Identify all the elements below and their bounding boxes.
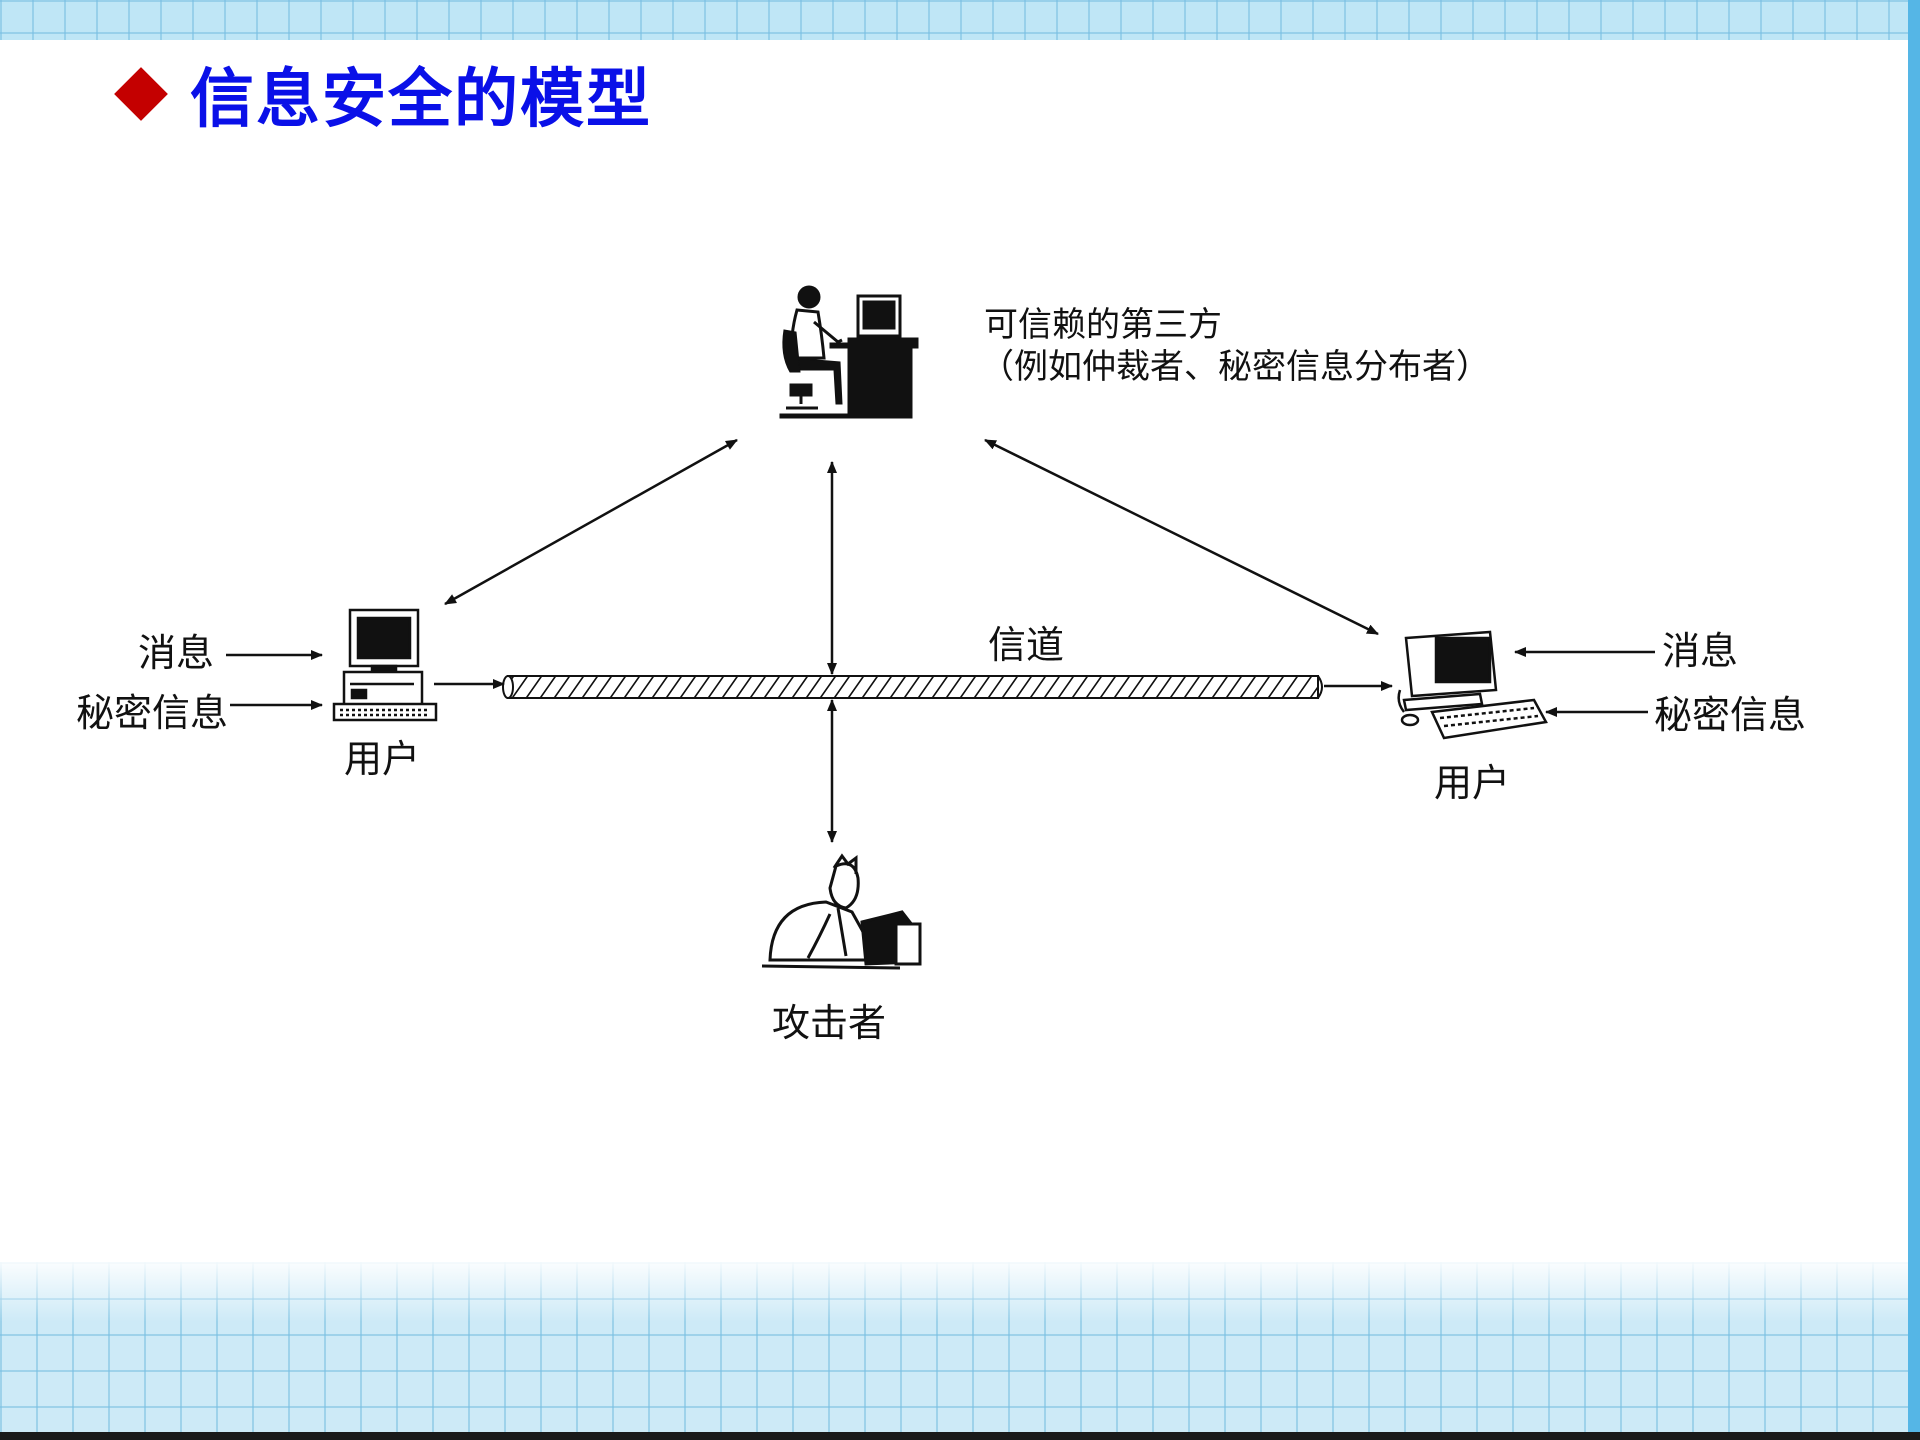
bottom-edge-bar [0, 1432, 1920, 1440]
left-user-label: 用户 [344, 737, 420, 781]
arrow-right-user-to-trusted [984, 438, 1379, 636]
title-text: 信息安全的模型 [190, 62, 652, 137]
right-edge-bar [1908, 0, 1920, 1440]
right-user-label: 用户 [1434, 761, 1510, 805]
right-user-computer-icon [1397, 630, 1548, 740]
channel-label: 信道 [988, 623, 1064, 667]
trusted-party-label-line2: （例如仲裁者、秘密信息分布者） [980, 347, 1490, 387]
bottom-decor-band [0, 1262, 1920, 1440]
trusted-party-person-icon [779, 285, 919, 419]
trusted-party-label-line1: 可信赖的第三方 [984, 305, 1222, 345]
attacker-label: 攻击者 [772, 1001, 886, 1045]
left-user-computer-icon [332, 608, 438, 722]
channel-tube [502, 675, 1323, 699]
right-message-label: 消息 [1662, 629, 1738, 673]
top-decor-band [0, 0, 1920, 40]
left-message-label: 消息 [138, 631, 214, 675]
attacker-person-icon [761, 853, 922, 970]
left-secret-label: 秘密信息 [76, 691, 228, 735]
right-secret-label: 秘密信息 [1654, 693, 1806, 737]
arrow-left-user-to-trusted [444, 438, 738, 606]
slide-title: 信息安全的模型 [114, 48, 652, 140]
